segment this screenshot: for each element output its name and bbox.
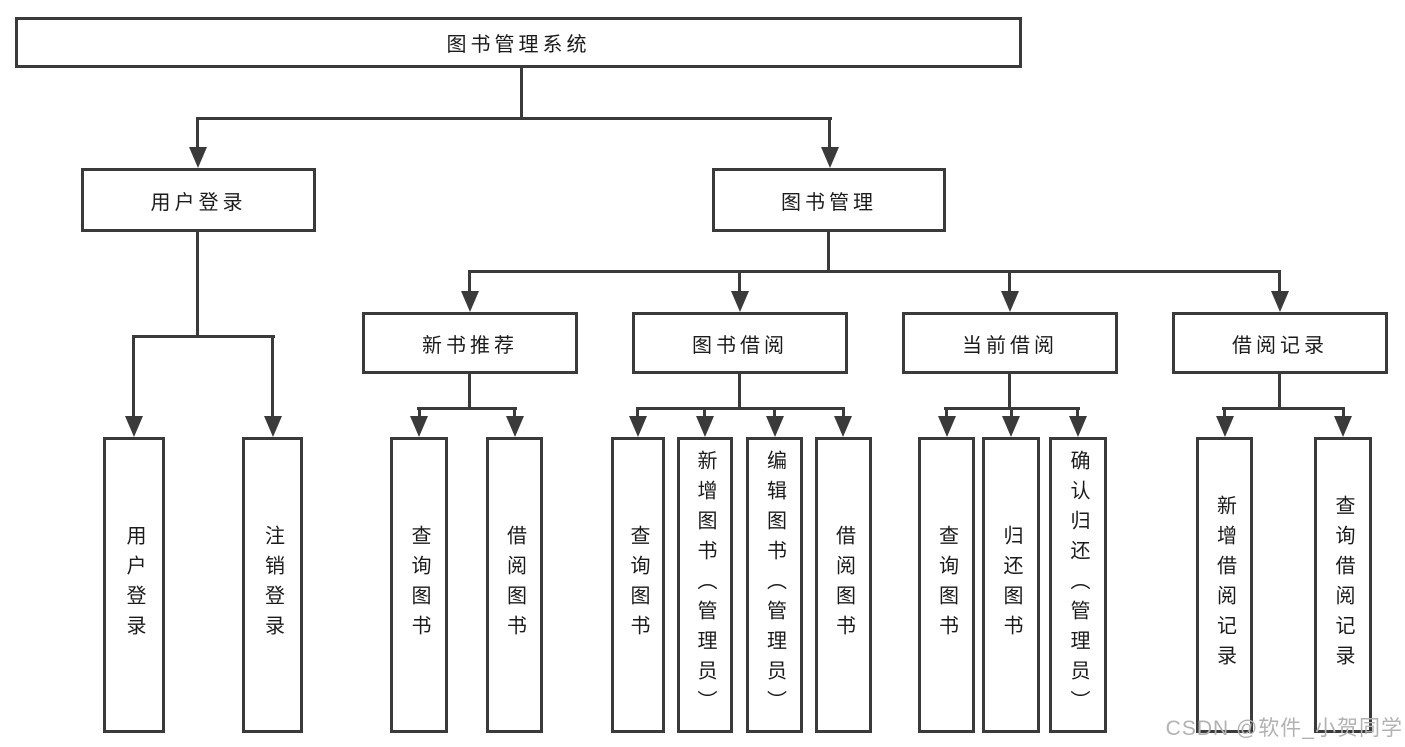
- node-borrowing-records: 借阅记录: [1172, 312, 1388, 374]
- leaf-return-books: 归还图书: [982, 437, 1040, 733]
- leaf-query-books-current-label: 查询图书: [935, 525, 958, 645]
- arrow-down-icon: [264, 416, 282, 437]
- leaf-borrow-books-borrowing: 借阅图书: [815, 437, 872, 733]
- node-book-management: 图书管理: [712, 168, 946, 232]
- leaf-query-books-borrowing-label: 查询图书: [627, 525, 649, 645]
- connector-stem: [418, 407, 421, 418]
- node-user-login-label: 用户登录: [150, 191, 247, 214]
- arrow-down-icon: [766, 416, 784, 437]
- connector-hline: [636, 407, 845, 410]
- arrow-down-icon: [938, 416, 956, 437]
- connector-stem: [271, 335, 274, 416]
- leaf-query-books-recommend-label: 查询图书: [408, 525, 430, 645]
- leaf-logout: 注销登录: [242, 437, 303, 733]
- arrow-down-icon: [1069, 416, 1087, 437]
- watermark: CSDN @软件_小贺同学: [1165, 717, 1403, 740]
- leaf-query-books-recommend: 查询图书: [390, 437, 448, 733]
- connector-stem: [945, 407, 948, 418]
- arrow-down-icon: [834, 416, 852, 437]
- connector-stem: [196, 117, 199, 150]
- connector-stem: [842, 407, 845, 418]
- node-user-login: 用户登录: [81, 168, 316, 232]
- leaf-borrow-books-recommend: 借阅图书: [486, 437, 543, 733]
- arrow-down-icon: [506, 416, 524, 437]
- connector-vline: [196, 232, 199, 338]
- connector-stem: [828, 117, 831, 150]
- leaf-add-books-admin-label: 新增图书（管理员）: [694, 450, 716, 720]
- arrow-down-icon: [189, 147, 207, 168]
- arrow-down-icon: [125, 416, 143, 437]
- node-new-book-recommendation: 新书推荐: [362, 312, 578, 374]
- connector-hline: [468, 270, 1281, 273]
- connector-stem: [636, 407, 639, 418]
- connector-stem: [1008, 270, 1011, 292]
- arrow-down-icon: [461, 291, 479, 312]
- connector-hline: [1222, 407, 1345, 410]
- node-book-management-label: 图书管理: [781, 191, 877, 214]
- connector-stem: [132, 335, 135, 416]
- arrow-down-icon: [731, 291, 749, 312]
- connector-vline: [468, 374, 471, 409]
- node-current-borrowing: 当前借阅: [902, 312, 1118, 374]
- leaf-edit-books-admin: 编辑图书（管理员）: [746, 437, 803, 733]
- leaf-user-login-label: 用户登录: [123, 525, 145, 645]
- leaf-add-borrow-record-label: 新增借阅记录: [1213, 495, 1236, 675]
- leaf-query-borrow-record: 查询借阅记录: [1314, 437, 1372, 733]
- connector-vline: [738, 374, 741, 409]
- leaf-edit-books-admin-label: 编辑图书（管理员）: [763, 450, 786, 720]
- node-borrowing-records-label: 借阅记录: [1232, 334, 1328, 357]
- connector-stem: [1010, 407, 1013, 418]
- leaf-add-borrow-record: 新增借阅记录: [1196, 437, 1253, 733]
- connector-stem: [1076, 407, 1079, 418]
- leaf-query-borrow-record-label: 查询借阅记录: [1332, 495, 1354, 675]
- connector-root-hline: [196, 117, 832, 120]
- leaf-logout-label: 注销登录: [261, 525, 284, 645]
- arrow-down-icon: [1001, 291, 1019, 312]
- connector-root-vline: [520, 68, 523, 120]
- connector-hline: [132, 335, 275, 338]
- leaf-user-login: 用户登录: [103, 437, 165, 733]
- connector-vline: [1278, 374, 1281, 409]
- arrow-down-icon: [1002, 416, 1020, 437]
- leaf-confirm-return-admin-label: 确认归还（管理员）: [1067, 450, 1089, 720]
- connector-stem: [738, 270, 741, 292]
- connector-stem: [773, 407, 776, 418]
- connector-stem: [1342, 407, 1345, 418]
- arrow-down-icon: [629, 416, 647, 437]
- connector-stem: [1278, 270, 1281, 292]
- leaf-query-books-current: 查询图书: [918, 437, 975, 733]
- arrow-down-icon: [410, 416, 428, 437]
- leaf-add-books-admin: 新增图书（管理员）: [677, 437, 733, 733]
- connector-vline: [827, 232, 830, 272]
- connector-stem: [513, 407, 516, 418]
- leaf-confirm-return-admin: 确认归还（管理员）: [1049, 437, 1107, 733]
- node-new-book-recommendation-label: 新书推荐: [422, 334, 518, 357]
- connector-stem: [703, 407, 706, 418]
- arrow-down-icon: [1271, 291, 1289, 312]
- leaf-borrow-books-borrowing-label: 借阅图书: [832, 525, 855, 645]
- connector-stem: [1223, 407, 1226, 418]
- leaf-borrow-books-recommend-label: 借阅图书: [503, 525, 526, 645]
- connector-vline: [1008, 374, 1011, 409]
- connector-hline: [417, 407, 517, 410]
- node-book-borrowing-label: 图书借阅: [692, 334, 788, 357]
- leaf-query-books-borrowing: 查询图书: [611, 437, 665, 733]
- arrow-down-icon: [1216, 416, 1234, 437]
- node-root-label: 图书管理系统: [446, 34, 591, 56]
- node-book-borrowing: 图书借阅: [632, 312, 848, 374]
- node-current-borrowing-label: 当前借阅: [962, 334, 1058, 357]
- arrow-down-icon: [696, 416, 714, 437]
- arrow-down-icon: [821, 147, 839, 168]
- connector-stem: [468, 270, 471, 292]
- arrow-down-icon: [1334, 416, 1352, 437]
- node-root: 图书管理系统: [15, 17, 1022, 68]
- leaf-return-books-label: 归还图书: [1000, 525, 1022, 645]
